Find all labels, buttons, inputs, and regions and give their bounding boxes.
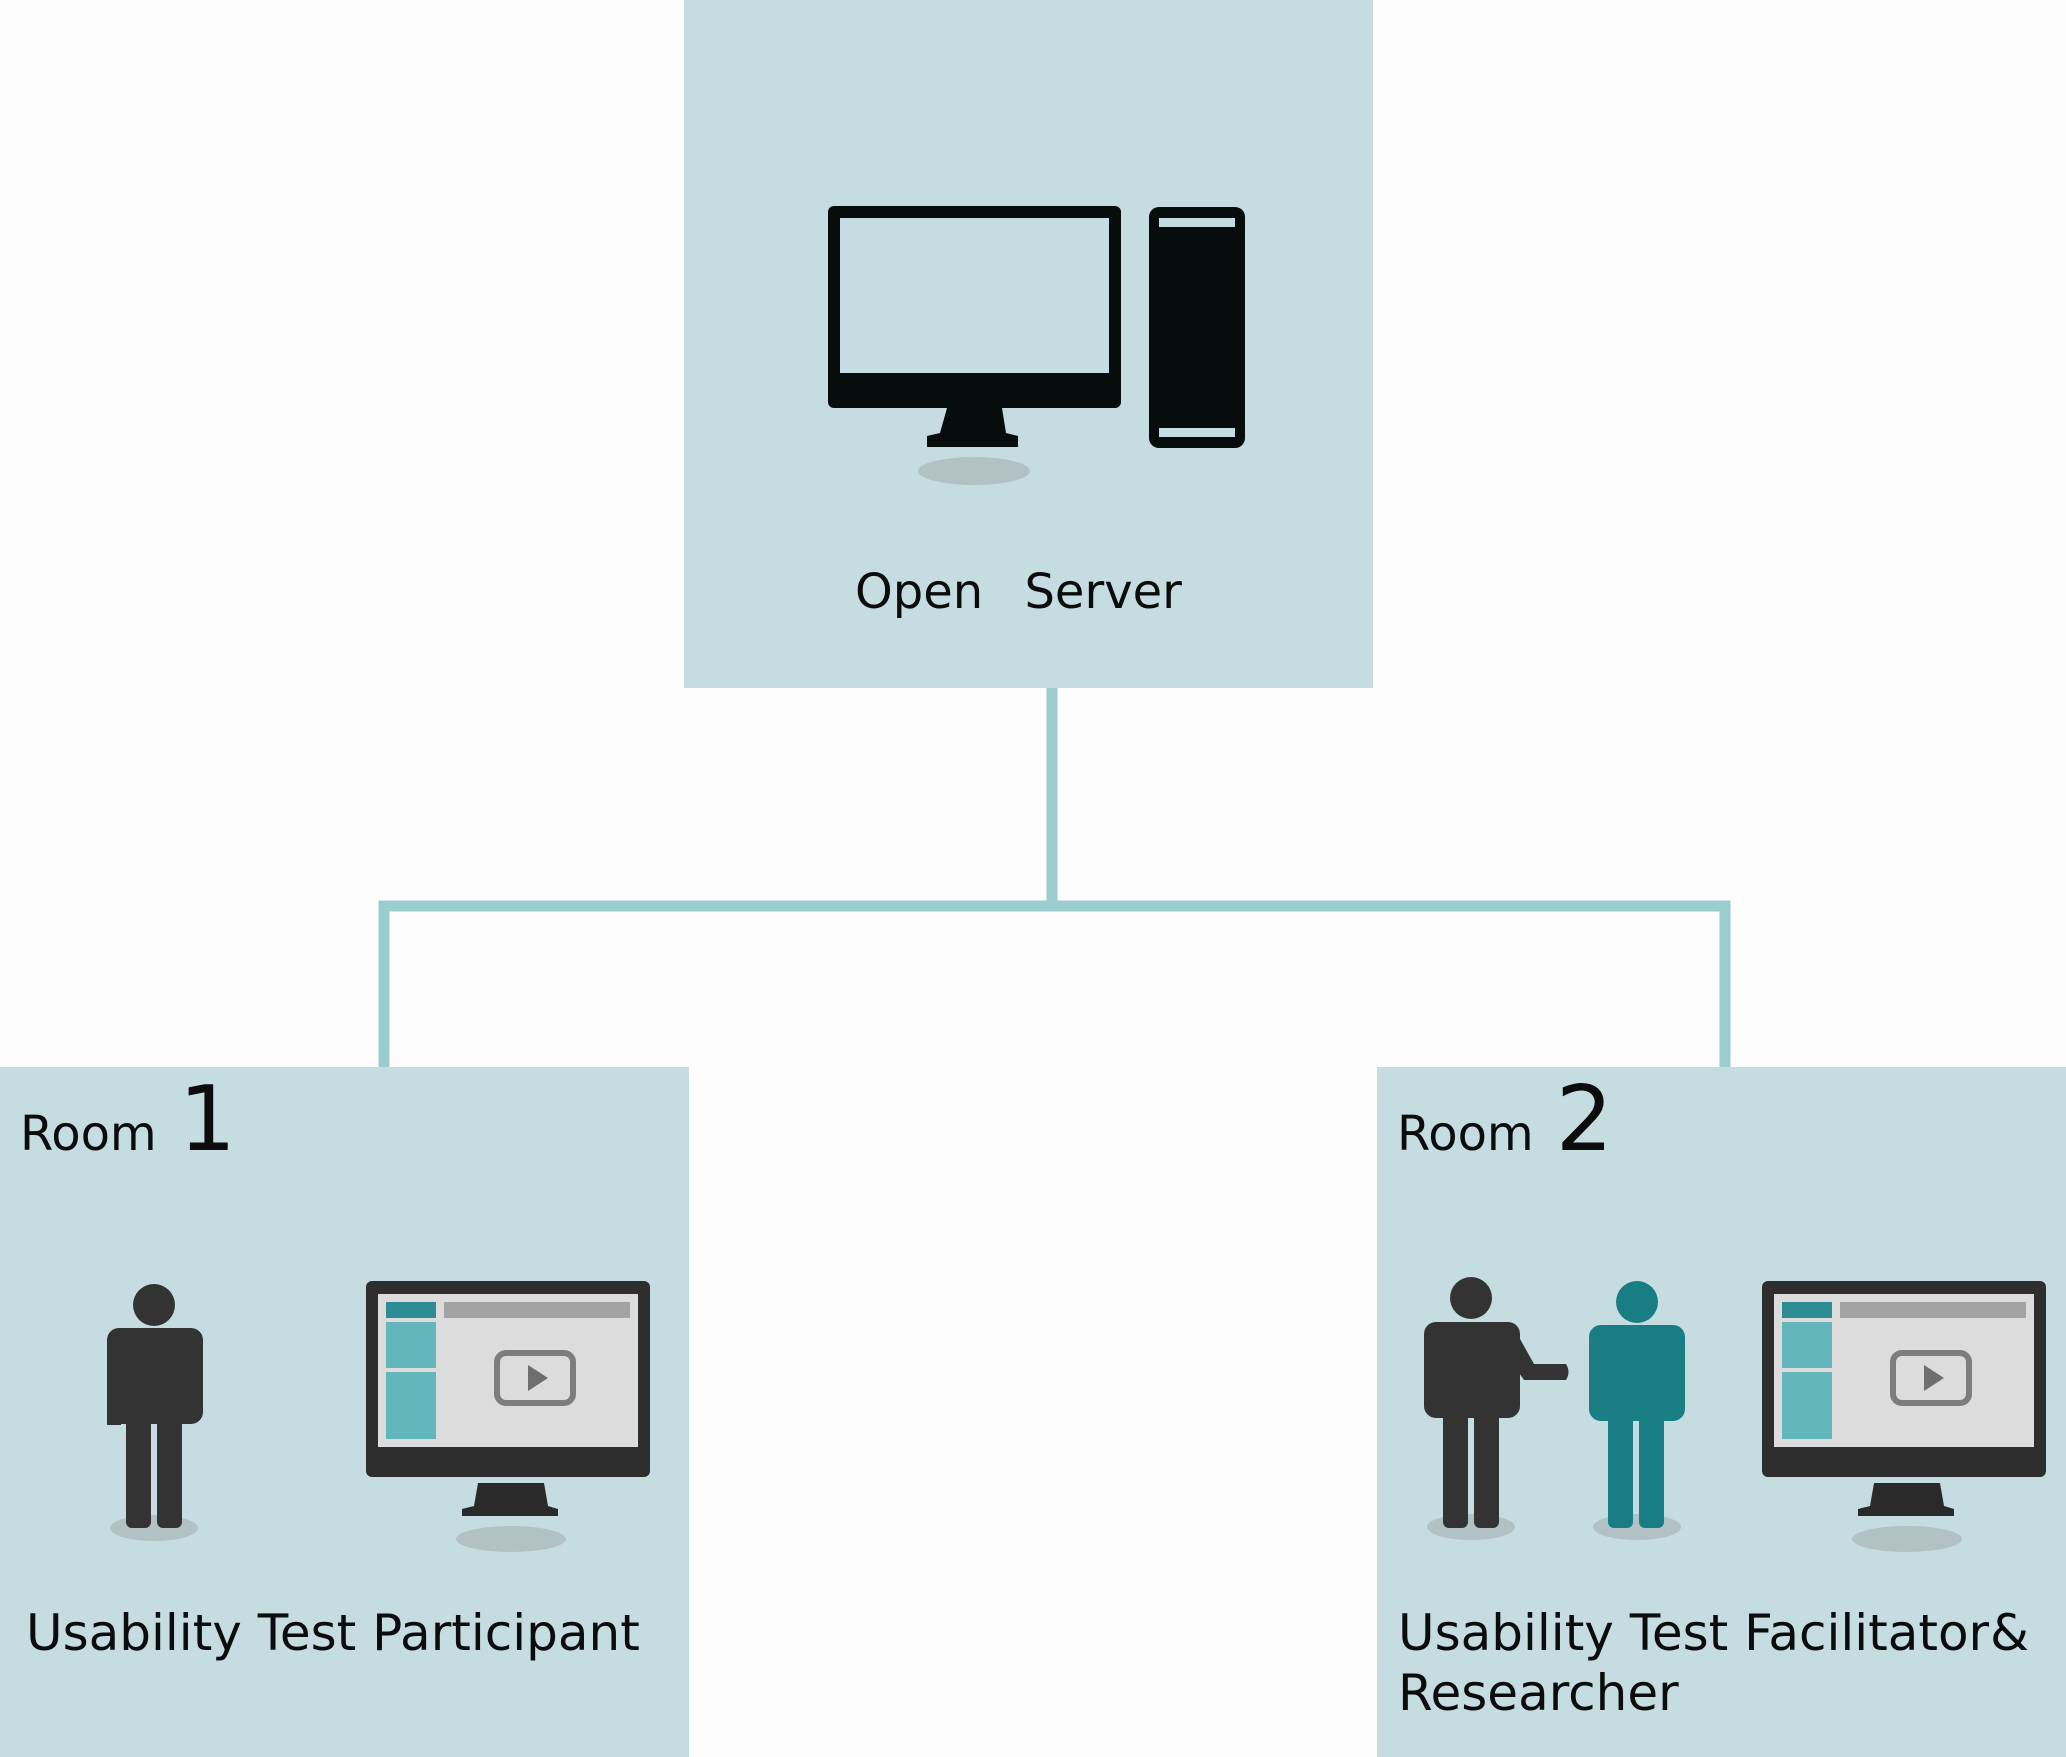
server-label: Open Server bbox=[855, 564, 1182, 620]
monitor-video-player-icon bbox=[366, 1281, 650, 1552]
room-1-word: Room bbox=[20, 1106, 157, 1162]
desktop-computer-tower-icon bbox=[828, 206, 1245, 485]
facilitator-person-icon bbox=[1424, 1277, 1569, 1540]
researcher-person-icon bbox=[1589, 1281, 1685, 1540]
room-2-caption-ampersand: & bbox=[1990, 1604, 2029, 1662]
room-2-caption-line-1: Usability Test Facilitator bbox=[1398, 1604, 1990, 1662]
monitor-video-player-icon bbox=[1762, 1281, 2046, 1552]
room-2-word: Room bbox=[1397, 1106, 1534, 1162]
room-1-caption: Usability Test Participant bbox=[26, 1604, 640, 1662]
room-1-number: 1 bbox=[178, 1067, 236, 1172]
room-2-caption-line-2: Researcher bbox=[1398, 1664, 1679, 1722]
participant-person-icon bbox=[107, 1284, 203, 1541]
connector-lines bbox=[378, 688, 1731, 1067]
room-2-number: 2 bbox=[1555, 1067, 1613, 1172]
